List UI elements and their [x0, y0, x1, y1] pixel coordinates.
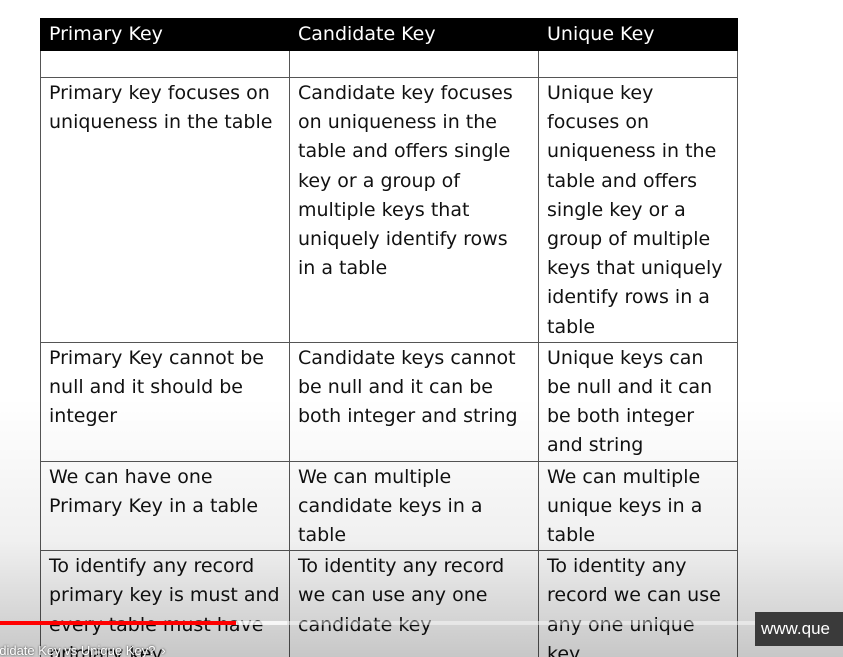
header-primary-key: Primary Key [40, 18, 290, 51]
slide-margin [760, 0, 843, 657]
table-cell [538, 50, 738, 78]
table-cell: Candidate key focuses on uniqueness in t… [289, 77, 539, 343]
table-cell: We can multiple unique keys in a table [538, 460, 738, 552]
watermark: www.que [755, 612, 843, 646]
table-cell: Unique key focuses on uniqueness in the … [538, 77, 738, 343]
watermark-text: www.que [761, 619, 830, 638]
table-cell: We can have one Primary Key in a table [40, 460, 290, 552]
table-cell: Candidate keys cannot be null and it can… [289, 341, 539, 462]
comparison-table: Primary Key Candidate Key Unique Key Pri… [40, 18, 738, 657]
header-unique-key: Unique Key [538, 18, 738, 51]
table-cell: Primary key focuses on uniqueness in the… [40, 77, 290, 343]
table-cell: Primary Key cannot be null and it should… [40, 341, 290, 462]
table-cell: To identity any record we can use any on… [538, 550, 738, 657]
chapter-title-text: ndidate Key vs Unique Key? [0, 643, 156, 657]
table-cell: To identify any record primary key is mu… [40, 550, 290, 657]
progress-played [0, 621, 237, 625]
table-cell [40, 50, 290, 78]
header-candidate-key: Candidate Key [289, 18, 539, 51]
table-row: We can have one Primary Key in a table W… [40, 460, 738, 552]
table-cell: We can multiple candidate keys in a tabl… [289, 460, 539, 552]
table-row: Primary key focuses on uniqueness in the… [40, 77, 738, 343]
table-cell: Unique keys can be null and it can be bo… [538, 341, 738, 462]
chevron-right-icon: › [161, 643, 166, 657]
progress-bar[interactable] [0, 621, 843, 625]
table-header-row: Primary Key Candidate Key Unique Key [40, 18, 738, 51]
chapter-title-button[interactable]: ndidate Key vs Unique Key? › [0, 643, 166, 657]
table-row [40, 50, 738, 78]
table-row: To identify any record primary key is mu… [40, 550, 738, 657]
table-cell [289, 50, 539, 78]
table-cell: To identity any record we can use any on… [289, 550, 539, 657]
table-row: Primary Key cannot be null and it should… [40, 341, 738, 462]
